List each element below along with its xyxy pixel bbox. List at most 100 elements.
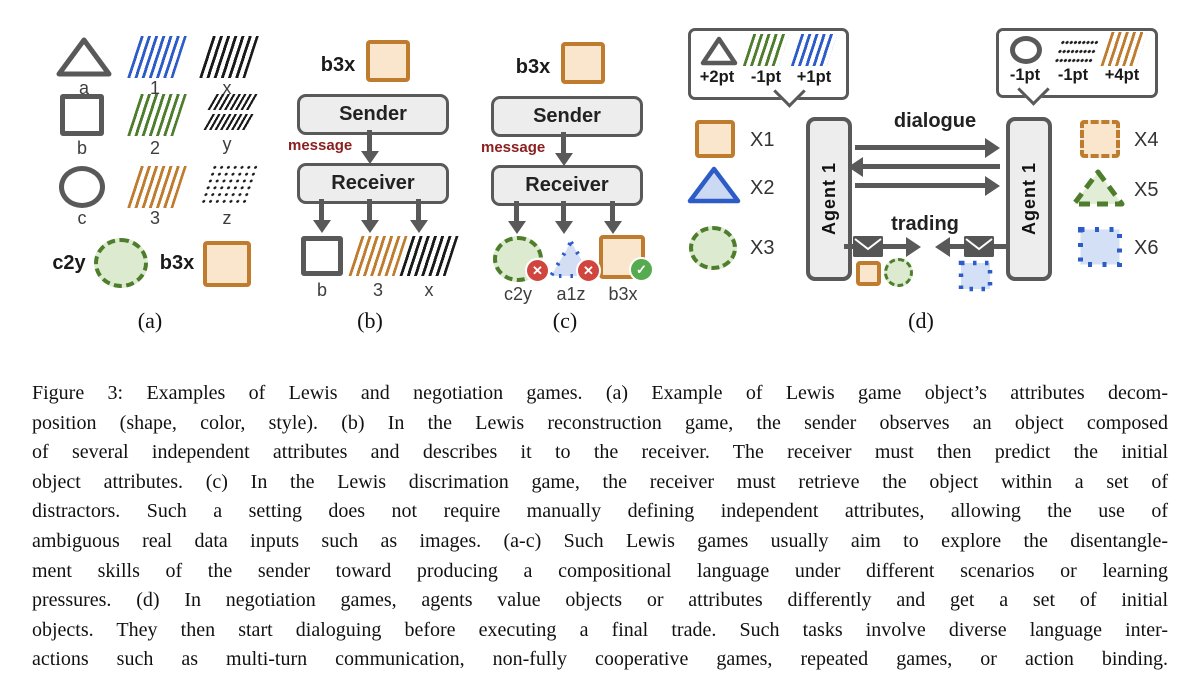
caption-line: actions such as multi-turn communication… xyxy=(32,648,1168,671)
orange-square-icon xyxy=(695,120,735,158)
right-agent-label: Agent 1 xyxy=(1018,162,1039,236)
caption-line: objects. They then start dialoguing befo… xyxy=(32,618,1168,641)
wrong-badge-icon: ✕ xyxy=(525,258,550,283)
message-label: message xyxy=(288,137,353,154)
value-label: +2pt xyxy=(699,68,735,86)
output-label-3: 3 xyxy=(372,280,383,300)
output-arrow-icon xyxy=(416,199,421,220)
square-icon xyxy=(60,94,104,136)
style-label-x: x xyxy=(222,78,232,98)
example-label-c2y: c2y xyxy=(52,252,86,274)
example-label-b3x: b3x xyxy=(159,252,195,274)
dialogue-arrow-right-icon xyxy=(855,183,985,188)
double-hatch-icon xyxy=(207,94,259,110)
caption-line: ment skills of the sender toward produci… xyxy=(32,559,1168,582)
orange-hatch-icon xyxy=(127,166,187,208)
candidate-label-c2y: c2y xyxy=(503,284,532,304)
object-label-x4: X4 xyxy=(1134,129,1159,151)
blue-dotted-square-icon xyxy=(958,260,993,292)
left-agent-label: Agent 1 xyxy=(818,162,839,236)
receiver-box: Receiver xyxy=(491,165,643,206)
color-label-3: 3 xyxy=(149,208,160,228)
panel-b-letter: (b) xyxy=(357,308,383,333)
value-label: -1pt xyxy=(750,68,782,86)
color-label-2: 2 xyxy=(149,138,160,158)
value-label: -1pt xyxy=(1009,66,1041,84)
input-label-b3x: b3x xyxy=(320,54,356,76)
output-label-x: x xyxy=(424,280,434,300)
orange-square-icon xyxy=(366,40,410,82)
candidate-label-a1z: a1z xyxy=(556,284,586,304)
envelope-icon xyxy=(853,236,883,257)
color-label-1: 1 xyxy=(149,78,160,98)
value-label: +4pt xyxy=(1104,66,1140,84)
green-dashed-circle-icon xyxy=(94,238,148,288)
style-label-z: z xyxy=(222,208,232,228)
blue-hatch-icon xyxy=(127,36,187,78)
caption-line: pressures. (d) In negotiation games, age… xyxy=(32,589,1168,612)
input-label-b3x: b3x xyxy=(515,56,551,78)
message-arrow-icon xyxy=(561,132,566,153)
output-arrow-icon xyxy=(367,199,372,220)
orange-square-icon xyxy=(856,261,881,286)
object-label-x1: X1 xyxy=(750,129,775,151)
orange-square-icon xyxy=(203,241,251,287)
candidate-arrow-icon xyxy=(561,201,566,221)
green-dashed-circle-icon xyxy=(884,258,913,287)
black-hatch-icon xyxy=(199,36,259,78)
output-label-b: b xyxy=(316,280,327,300)
receiver-box: Receiver xyxy=(297,163,449,204)
caption-line: distractors. Such a setting does not req… xyxy=(32,500,1168,523)
candidate-arrow-icon xyxy=(610,201,615,221)
green-dashed-triangle-icon xyxy=(1071,169,1125,207)
caption-line: object attributes. (c) In the Lewis disc… xyxy=(32,470,1168,493)
shape-label-a: a xyxy=(78,78,89,98)
caption-line: ambiguous real data inputs such as image… xyxy=(32,529,1168,552)
dialogue-label: dialogue xyxy=(893,110,977,132)
style-label-y: y xyxy=(222,134,232,154)
dialogue-arrow-left-icon xyxy=(863,164,1000,169)
green-dashed-circle-icon xyxy=(689,226,737,270)
caption-line: position (shape, color, style). (b) In t… xyxy=(32,411,1168,434)
value-label: +1pt xyxy=(796,68,832,86)
object-label-x3: X3 xyxy=(750,237,775,259)
blue-triangle-icon xyxy=(687,166,741,204)
right-agent-bar: Agent 1 xyxy=(1006,117,1052,281)
message-label: message xyxy=(481,139,546,156)
panel-a-letter: (a) xyxy=(137,308,163,333)
double-hatch-icon xyxy=(203,114,255,130)
wrong-badge-icon: ✕ xyxy=(576,258,601,283)
object-label-x5: X5 xyxy=(1134,179,1159,201)
candidate-label-b3x: b3x xyxy=(608,284,638,304)
candidate-arrow-icon xyxy=(514,201,519,221)
trading-label: trading xyxy=(891,213,959,235)
orange-square-icon xyxy=(561,42,605,84)
dot-grid-icon xyxy=(199,164,261,204)
shape-label-c: c xyxy=(77,208,87,228)
object-label-x2: X2 xyxy=(750,177,775,199)
black-hatch-icon xyxy=(399,236,459,276)
shape-label-b: b xyxy=(76,138,87,158)
triangle-icon xyxy=(700,36,738,66)
object-label-x6: X6 xyxy=(1134,237,1159,259)
orange-dashed-square-icon xyxy=(1080,120,1120,158)
orange-hatch-icon xyxy=(348,236,408,276)
message-arrow-icon xyxy=(367,130,372,151)
white-square-icon xyxy=(301,236,343,276)
envelope-icon xyxy=(964,236,994,257)
circle-icon xyxy=(59,166,105,208)
figure-caption: Figure 3: Examples of Lewis and negotiat… xyxy=(32,379,1168,675)
green-hatch-icon xyxy=(127,94,187,136)
blue-dotted-square-icon xyxy=(1078,227,1122,267)
output-arrow-icon xyxy=(319,199,324,220)
panel-c-letter: (c) xyxy=(552,308,578,333)
caption-line: Figure 3: Examples of Lewis and negotiat… xyxy=(32,382,1168,404)
dialogue-arrow-right-icon xyxy=(855,145,985,150)
correct-badge-icon: ✓ xyxy=(629,257,654,282)
value-label: -1pt xyxy=(1057,66,1089,84)
triangle-icon xyxy=(56,37,112,77)
sender-box: Sender xyxy=(297,94,449,135)
left-agent-bar: Agent 1 xyxy=(806,117,852,281)
sender-box: Sender xyxy=(491,96,643,137)
